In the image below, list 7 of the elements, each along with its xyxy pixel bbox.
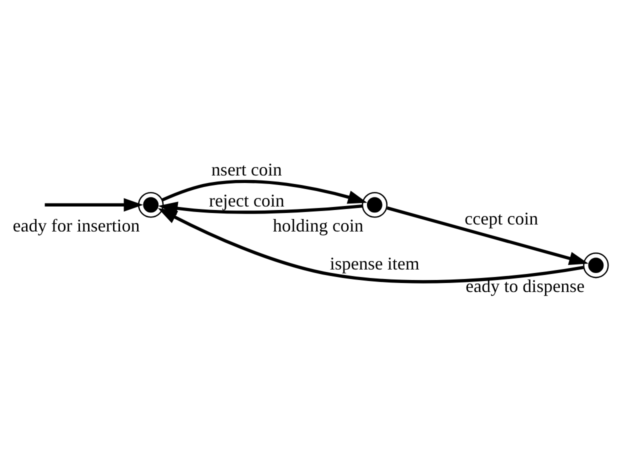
edge-label: ccept coin bbox=[464, 208, 538, 228]
edge-label: nsert coin bbox=[211, 159, 282, 180]
edge-label: reject coin bbox=[208, 190, 284, 210]
node-label: holding coin bbox=[272, 215, 364, 236]
edge-label: ispense item bbox=[330, 252, 420, 273]
node-label: eady for insertion bbox=[12, 215, 140, 236]
node-label: eady to dispense bbox=[466, 275, 585, 296]
